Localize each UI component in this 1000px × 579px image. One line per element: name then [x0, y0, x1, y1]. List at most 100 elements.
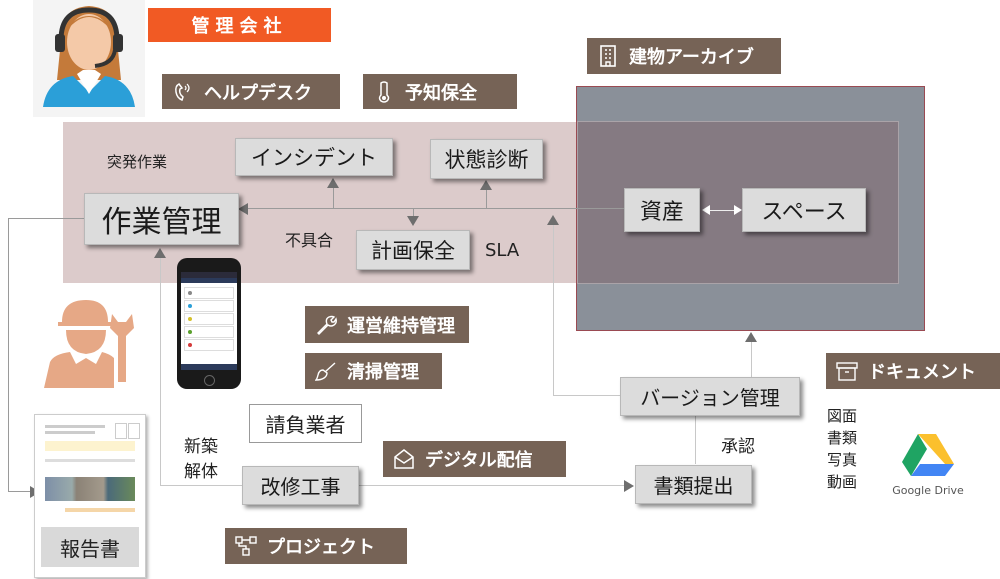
project-tag[interactable]: プロジェクト — [225, 528, 407, 564]
report-text-line — [45, 425, 105, 428]
headset-operator-icon — [43, 6, 135, 107]
building-archive-tag[interactable]: 建物アーカイブ — [587, 38, 781, 74]
connector-line — [333, 180, 334, 208]
arrow-left — [238, 203, 248, 215]
phone-home-button — [204, 375, 215, 386]
asset-box[interactable]: 資産 — [624, 188, 700, 232]
category-icon — [188, 330, 192, 334]
building-icon — [597, 45, 619, 67]
connector-line — [8, 218, 84, 219]
connector-line — [358, 485, 626, 486]
connector-line — [160, 485, 244, 486]
report-highlight — [65, 508, 135, 512]
envelope-icon — [393, 448, 415, 470]
demolition-label: 解体 — [184, 462, 218, 482]
brush-icon — [315, 360, 337, 382]
version-management-box[interactable]: バージョン管理 — [620, 377, 800, 416]
phone-nav-bar[interactable] — [181, 364, 237, 370]
connector-line — [8, 218, 9, 492]
renovation-box[interactable]: 改修工事 — [242, 466, 359, 505]
report-highlight — [45, 441, 135, 451]
google-drive-icon — [902, 434, 954, 476]
thermometer-icon — [373, 80, 395, 103]
cleaning-label: 清掃管理 — [347, 362, 419, 383]
management-company-header: 管理会社 — [148, 8, 331, 42]
defect-label: 不具合 — [285, 231, 334, 250]
report-photos — [45, 477, 135, 501]
report-document[interactable]: 報告書 — [34, 414, 146, 578]
arrow-up — [154, 248, 166, 258]
smartphone — [177, 258, 241, 389]
arrow-up — [480, 180, 492, 190]
connector-line — [413, 208, 414, 222]
phone-app-bar — [181, 278, 237, 283]
predictive-maintenance-tag[interactable]: 予知保全 — [363, 74, 517, 109]
worker-wrench-icon — [44, 300, 134, 388]
digital-delivery-label: デジタル配信 — [425, 450, 533, 471]
connector-line — [160, 252, 161, 486]
phone-status-bar — [181, 272, 237, 278]
report-text-line — [45, 431, 95, 434]
category-icon — [188, 343, 192, 347]
document-type-papers: 書類 — [827, 429, 858, 447]
new-build-label: 新築 — [184, 437, 218, 457]
google-drive-logo: Google Drive — [888, 430, 968, 500]
category-icon — [188, 317, 192, 321]
connector-line — [553, 218, 554, 396]
connector-line — [751, 342, 752, 378]
digital-delivery-tag[interactable]: デジタル配信 — [383, 441, 566, 477]
arrow-up — [745, 332, 757, 342]
space-box[interactable]: スペース — [742, 188, 866, 232]
document-tag[interactable]: ドキュメント — [826, 353, 1000, 389]
predictive-maintenance-label: 予知保全 — [405, 82, 477, 104]
phone-menu-item[interactable] — [184, 339, 234, 351]
phone-menu-item[interactable] — [184, 326, 234, 338]
arrow-left — [702, 205, 710, 215]
arrow-up — [547, 215, 559, 225]
document-type-photo: 写真 — [827, 451, 858, 469]
connector-line — [486, 182, 487, 208]
arrow-right — [734, 205, 742, 215]
phone-menu-list — [184, 287, 234, 351]
category-icon — [188, 304, 192, 308]
arrow-down — [407, 216, 419, 226]
document-type-drawing: 図面 — [827, 407, 858, 425]
connector-line — [553, 395, 620, 396]
phone-menu-item[interactable] — [184, 287, 234, 299]
helpdesk-operator-avatar — [33, 0, 145, 117]
report-stamp — [128, 423, 140, 439]
phone-icon — [172, 81, 194, 103]
connector-line — [8, 491, 36, 492]
operations-label: 運営維持管理 — [347, 315, 455, 337]
incident-box[interactable]: インシデント — [235, 138, 393, 176]
operations-tag[interactable]: 運営維持管理 — [305, 306, 469, 343]
planned-maintenance-box[interactable]: 計画保全 — [356, 230, 470, 270]
network-icon — [235, 535, 257, 557]
document-label: ドキュメント — [868, 362, 976, 383]
document-types-list: 図面 書類 写真 動画 — [827, 405, 857, 493]
document-submission-box[interactable]: 書類提出 — [635, 465, 752, 504]
work-management-box[interactable]: 作業管理 — [84, 193, 239, 245]
report-stamp — [115, 423, 127, 439]
phone-menu-item[interactable] — [184, 313, 234, 325]
phone-screen — [181, 272, 237, 370]
category-icon — [188, 291, 192, 295]
helpdesk-tag[interactable]: ヘルプデスク — [162, 74, 340, 109]
document-type-video: 動画 — [827, 473, 858, 491]
cleaning-tag[interactable]: 清掃管理 — [305, 353, 442, 389]
sudden-work-label: 突発作業 — [107, 153, 168, 171]
contractor-box[interactable]: 請負業者 — [249, 404, 362, 443]
report-label: 報告書 — [41, 527, 139, 567]
wrench-icon — [315, 314, 337, 336]
phone-menu-item[interactable] — [184, 300, 234, 312]
arrow-up — [327, 178, 339, 188]
helpdesk-label: ヘルプデスク — [204, 82, 312, 104]
arrow-right — [624, 480, 634, 492]
archive-box-icon — [836, 360, 858, 382]
project-label: プロジェクト — [267, 537, 375, 558]
condition-diagnosis-box[interactable]: 状態診断 — [430, 139, 543, 179]
worker-avatar — [40, 292, 138, 388]
connector-line — [695, 414, 696, 464]
connector-line — [240, 208, 624, 209]
sla-label: SLA — [485, 240, 520, 261]
